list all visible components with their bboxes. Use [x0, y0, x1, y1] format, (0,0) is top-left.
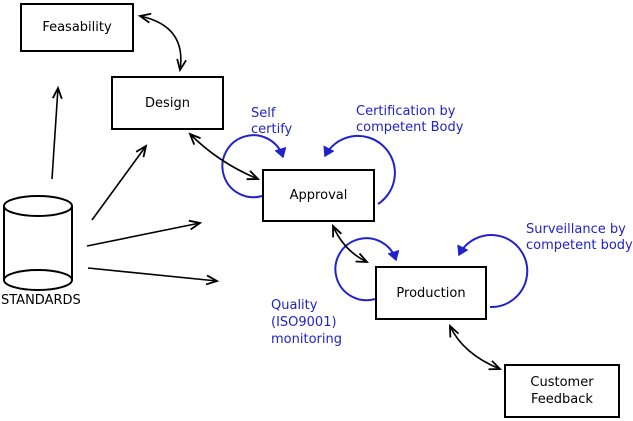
node-feasability: Feasability	[20, 3, 134, 52]
annotation-surveillance-line2: competent body	[526, 238, 633, 253]
node-design-label: Design	[145, 95, 190, 111]
node-feasability-label: Feasability	[42, 20, 112, 35]
annotation-quality-monitoring: Quality (ISO9001) monitoring	[271, 297, 342, 348]
annotation-quality-line2: (ISO9001)	[271, 315, 337, 330]
annotation-surveillance-line1: Surveillance by	[526, 222, 626, 237]
annotation-surveillance: Surveillance by competent body	[526, 222, 633, 254]
annotation-certification: Certification by competent Body	[356, 104, 463, 136]
standards-label: STANDARDS	[1, 293, 81, 308]
node-approval-label: Approval	[289, 188, 348, 203]
annotation-certification-line2: competent Body	[356, 120, 464, 135]
node-customer-feedback-label-line2: Feedback	[531, 392, 593, 407]
arrow-standards-to-feasability	[51, 88, 58, 180]
arrow-approval-production	[333, 226, 367, 262]
arrow-production-customer-feedback	[450, 326, 500, 369]
arrow-standards-to-production	[87, 267, 217, 281]
annotation-self-certify-line2: certify	[251, 122, 293, 137]
node-approval: Approval	[262, 169, 375, 222]
node-production-label: Production	[396, 285, 466, 301]
annotation-self-certify: Self certify	[251, 106, 292, 138]
annotation-self-certify-line1: Self	[251, 106, 276, 121]
arrow-standards-to-approval	[86, 223, 200, 247]
arrow-standards-to-design	[91, 146, 146, 221]
node-customer-feedback: Customer Feedback	[504, 364, 620, 418]
node-customer-feedback-label-line1: Customer	[530, 375, 594, 390]
node-production: Production	[375, 266, 487, 320]
certification-loop	[325, 134, 396, 205]
surveillance-loop	[459, 234, 529, 309]
cylinder-top-ellipse	[3, 195, 73, 217]
node-design: Design	[111, 76, 224, 130]
cylinder-bottom-ellipse	[3, 269, 73, 291]
annotation-quality-line1: Quality	[271, 298, 318, 313]
annotation-quality-line3: monitoring	[271, 332, 342, 347]
arrow-feasability-design	[140, 16, 181, 70]
annotation-certification-line1: Certification by	[356, 104, 456, 119]
standards-cylinder	[3, 195, 73, 291]
arrow-design-approval	[190, 134, 258, 179]
